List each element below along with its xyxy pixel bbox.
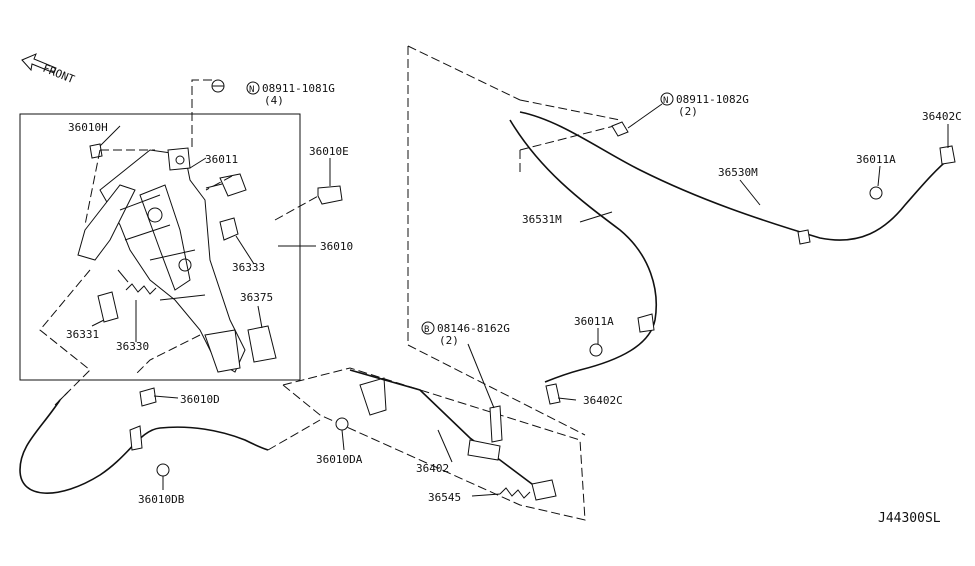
nut2-qty: (2) [678,105,698,118]
clip-36010DB-icon [129,425,170,477]
nut1-qty: (4) [264,94,284,107]
nut1-prefix: N [249,85,254,95]
bolt-36011A-center-icon [589,343,603,357]
label-36330: 36330 [116,340,149,353]
label-36010DA: 36010DA [316,453,363,466]
bolt-08146-icon [489,405,503,443]
label-36402C-right: 36402C [922,110,962,123]
bracket-icon [205,173,247,197]
bracket-rear-icon [637,145,956,333]
lever-bracket-icon [335,377,387,431]
pedal-assembly-icon [77,147,246,373]
rear-cable-right [519,111,951,241]
nut-top-icon [211,79,225,93]
label-36010DB: 36010DB [138,493,185,506]
label-36375: 36375 [240,291,273,304]
clip-36010E-icon [317,185,343,205]
bolt-prefix: B [424,325,429,335]
pad-36375-icon [247,325,277,363]
nut1-part: 08911-1081G [262,82,335,95]
nut-1082G-callout: N 08911-1082G (2) [660,92,749,118]
spring-36545-icon [499,479,557,501]
bush-36331-icon [97,291,119,323]
nut-1081G-callout: N 08911-1081G (4) [246,81,335,107]
label-36531M: 36531M [522,213,562,226]
label-36331: 36331 [66,328,99,341]
nut2-prefix: N [663,96,668,106]
bolt-8162G-callout: B 08146-8162G (2) [421,321,510,347]
label-36010D: 36010D [180,393,220,406]
front-label: FRONT [41,62,77,87]
front-arrow-icon [21,53,57,74]
label-36011: 36011 [205,153,238,166]
rear-cable-left [509,119,658,383]
pedal-assembly-frame [19,113,301,381]
label-36011A-right: 36011A [856,153,896,166]
label-36010: 36010 [320,240,353,253]
clip-36402C-center-icon [545,383,561,405]
label-36010H: 36010H [68,121,108,134]
bolt-36011A-right-icon [869,186,883,200]
diagram-reference-code: J44300SL [878,511,941,526]
stopper-36333-icon [219,217,239,241]
label-36011A-center: 36011A [574,315,614,328]
bolt-qty: (2) [439,334,459,347]
spring-36330-icon [117,269,157,295]
label-36402C-center: 36402C [583,394,623,407]
nut2-part: 08911-1082G [676,93,749,106]
label-36010E: 36010E [309,145,349,158]
label-36402: 36402 [416,462,449,475]
label-36545: 36545 [428,491,461,504]
label-36333: 36333 [232,261,265,274]
label-36530M: 36530M [718,166,758,179]
nut-rear-icon [611,121,629,137]
equalizer-icon [467,439,501,461]
clip-36010D-icon [139,387,157,407]
cable-36402 [349,369,541,491]
front-cable [19,399,269,494]
bolt-part: 08146-8162G [437,322,510,335]
